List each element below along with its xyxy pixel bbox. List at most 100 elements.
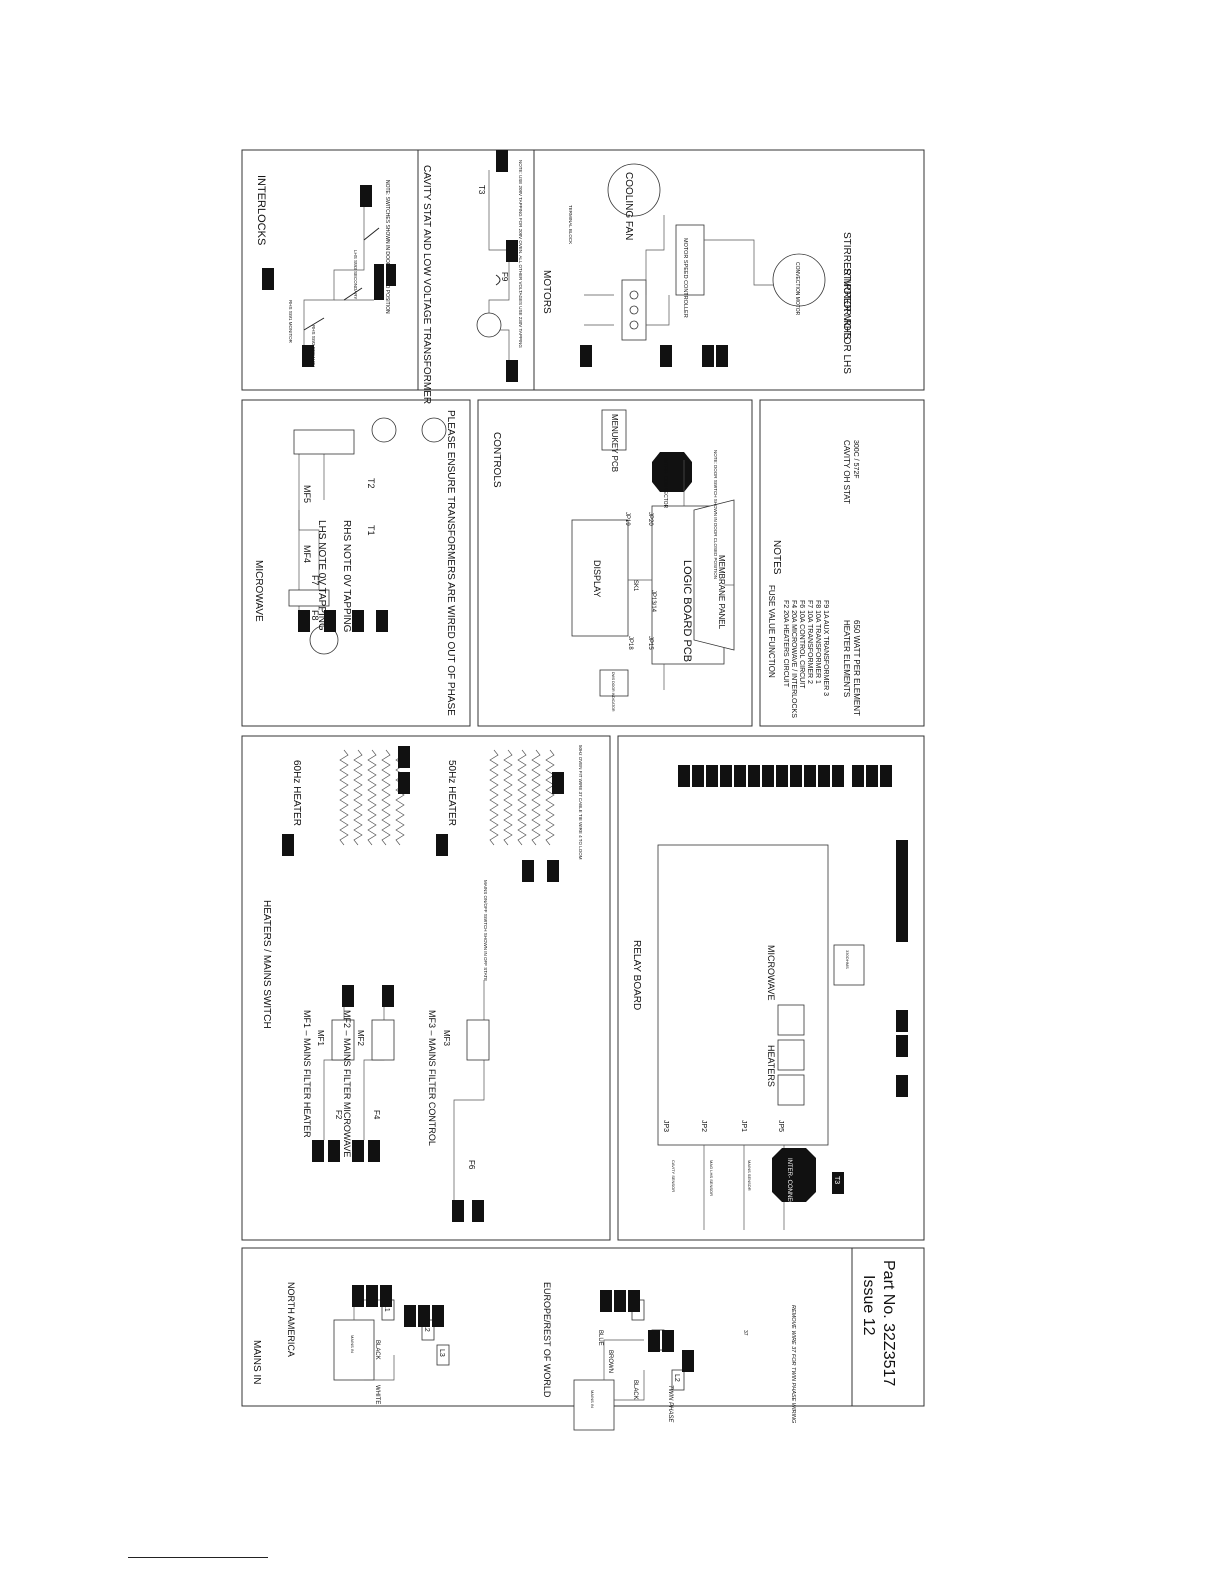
heater-60-elements [282,746,410,856]
controls-door-ind: DWS DOOR INDICATOR [611,672,615,712]
interlocks-lhs-sw3: LHS SW3 SECONDARY [353,250,358,299]
mains-in-europe: EUROPE/REST OF WORLD MAINS IN BLUE BROWN… [542,1282,796,1431]
mains-na-label: NORTH AMERICA [286,1282,296,1357]
notes-table: FUSE VALUE FUNCTION F2 20A HEATERS CIRCU… [767,440,861,718]
cavity-t3-label: T3 [477,185,486,195]
interlock-switches: RHS SW1 MONITOR RHS SW2 PRIMARY LHS SW3 … [262,180,396,367]
mains-na-l1: L1 [383,1304,390,1312]
microwave-phase-note: PLEASE ENSURE TRANSFORMERS ARE WIRED OUT… [445,410,456,716]
title-block [851,1247,925,1407]
mains-eu-brown: BROWN [607,1350,613,1373]
controls-jp20: JP20 [647,512,653,526]
controls-display: DISPLAY [592,560,602,597]
notes-panel [759,399,925,727]
notes-heater-title: HEATER ELEMENTS [842,620,851,697]
motors-convection: CONVECTION MOTOR [794,262,800,316]
switch-note: MAINS ON/OFF SWITCH SHOWN IN OFF STATE [483,880,488,981]
relay-resistor: 330OHMS [845,950,850,969]
mains-in-title: MAINS IN [251,1340,262,1384]
mf3-label: MF3 – MAINS FILTER CONTROL [427,1010,437,1146]
relay-mains-sensor: MAINS SENSOR [747,1160,752,1191]
mains-eu-black: BLACK [632,1380,638,1400]
mains-in-north-america: NORTH AMERICA MAINS IN BLACK WHITE L1 L2… [286,1282,450,1404]
fuse-f7: F7 10A TRANSFORMER 2 [806,600,813,684]
fuse-f4-label: F4 [372,1110,381,1120]
relay-bottom-terminals [896,840,908,1097]
mf2-label: MF2 – MAINS FILTER MICROWAVE [342,1010,352,1157]
notes-stat-value: 300C / 572F [852,440,859,479]
motors-title: MOTORS [541,270,552,314]
notes-stat-title: CAVITY OH STAT [842,440,851,504]
fuse-f2-label: F2 [334,1110,343,1120]
heater-50-elements: 50Hz OVEN FIT WIRE 37 CABLE TIE WIRE 4 T… [436,745,583,860]
relay-heaters: HEATERS [766,1045,776,1087]
microwave-rhs-note: RHS NOTE 0V TAPPING [341,520,352,633]
fuse-f9: F9 1A AUX TRANSFORMER 3 [822,600,829,696]
mf3-short: MF3 [442,1030,451,1047]
cavity-note: NOTE: USE 208V TAPPING FOR 208V OVEN. AL… [518,160,523,348]
controls-sk1: SK1 [632,580,638,592]
relay-right-terminals [678,765,892,787]
interlocks-rhs-sw1: RHS SW1 MONITOR [288,300,293,344]
notes-heater-value: 650 WATT PER ELEMENT [852,620,861,716]
fuse-f8: F8 10A TRANSFORMER 1 [814,600,821,684]
relay-microwave: MICROWAVE [766,945,776,1001]
microwave-panel [241,399,471,727]
relay-jp5: JP5 [777,1120,784,1132]
controls-jp15: JP15 [647,636,653,650]
interlocks-panel [241,149,925,391]
relay-interconnector: INTER- CONNECTOR [786,1158,792,1219]
mains-na-box: MAINS IN [350,1335,355,1353]
notes-fuse-header: FUSE VALUE FUNCTION [767,585,776,678]
part-number: Part No. 32Z3517 [880,1260,897,1386]
motors-stirrer-lhs: STIRRER MOTOR LHS [841,268,852,374]
fuse-f6: F6 10A CONTROL CIRCUIT [798,600,805,689]
motors-cooling-fan: COOLING FAN [623,172,634,240]
interlocks-rhs-sw2: RHS SW2 PRIMARY [311,325,316,367]
mains-eu-note: REMOVE WIRE 37 FOR TWIN PHASE WIRING [790,1305,796,1424]
mf1-short: MF1 [316,1030,325,1047]
issue-number: Issue 12 [860,1275,877,1336]
motors-terminal-block: TERMINAL BLOCK [568,205,573,244]
mains-eu-twin: TWIN PHASE [667,1385,673,1423]
controls-jp1314: JP13/14 [650,590,656,613]
mains-na-black: BLACK [374,1340,380,1360]
mf1-label: MF1 – MAINS FILTER HEATER [302,1010,312,1138]
relay-title: RELAY BOARD [631,940,642,1010]
controls-interconnector: INTER- CONNECTOR [662,458,668,509]
mains-na-l3: L3 [438,1349,445,1357]
controls-note: NOTE: DOOR SWITCH SHOWN IN DOOR CLOSED P… [713,450,718,579]
mains-eu-label: EUROPE/REST OF WORLD [542,1282,552,1398]
footer-rule [128,1557,268,1558]
heater-60-title: 60Hz HEATER [291,760,302,826]
controls-logic: LOGIC BOARD PCB [681,560,693,662]
controls-jp19: JP19 [624,512,630,526]
microwave-mf4: MF4 [302,545,312,563]
heater-50-title: 50Hz HEATER [446,760,457,826]
cavity-stat-circuit: F9 T3 NOTE: USE 208V TAPPING FOR 208V OV… [476,150,523,382]
relay-t3: T3 [833,1176,840,1184]
cavity-stat-title: CAVITY STAT AND LOW VOLTAGE TRANSFORMER [421,165,432,404]
relay-cavity-sensor: CAVITY SENSOR [671,1160,676,1192]
motors-controller: MOTOR SPEED CONTROLLER [682,238,688,318]
fuse-f4: F4 20A MICROWAVE / INTERLOCKS [790,600,797,718]
mains-eu-wire37: 37 [742,1330,748,1336]
heaters-mains-panel [241,735,611,1241]
mains-filter-circuits: MF1 – MAINS FILTER HEATER MF1 MF2 – MAIN… [302,860,559,1222]
controls-title: CONTROLS [491,432,502,488]
interlocks-title: INTERLOCKS [255,175,267,245]
mains-na-white: WHITE [374,1385,380,1404]
microwave-f7: F7 [310,575,320,586]
mf2-short: MF2 [356,1030,365,1047]
microwave-title: MICROWAVE [253,560,264,622]
microwave-circuit: MF5 MF4 F7 F8 RHS NOTE 0V TAPPING LHS NO… [288,410,456,716]
mains-eu-box: MAINS IN [590,1390,595,1408]
fuse-f2: F2 20A HEATERS CIRCUIT [782,600,789,688]
controls-menukey: MENUKEY PCB [610,414,619,472]
mains-na-l2: L2 [423,1324,430,1332]
motors-stirrer-rhs: STIRRER MOTOR RHS [841,232,852,340]
controls-circuit: DISPLAY LOGIC BOARD PCB MENUKEY PCB INTE… [571,409,735,712]
microwave-t1: T1 [366,525,376,536]
microwave-mf5: MF5 [302,485,312,503]
